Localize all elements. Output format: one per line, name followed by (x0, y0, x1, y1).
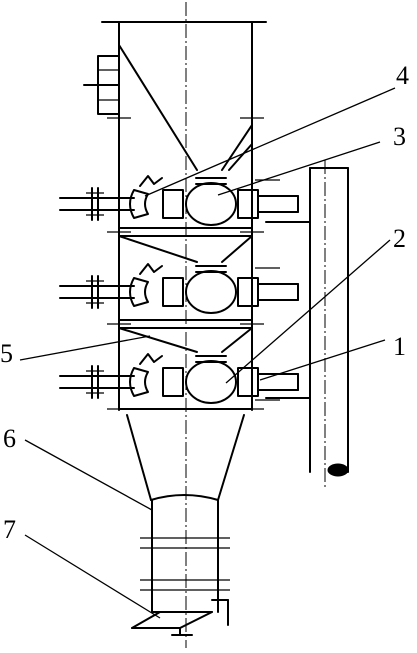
valve-stage-3 (59, 353, 299, 404)
discharge-chute (131, 599, 229, 636)
valve-stage-1 (59, 175, 299, 226)
callout-7: 7 (3, 515, 16, 544)
vertical-drive-tube (265, 160, 349, 488)
callout-5: 5 (0, 339, 13, 368)
callout-3: 3 (393, 122, 406, 151)
valve-stage-2 (59, 263, 299, 314)
outlet-cone-and-pipe (126, 414, 245, 601)
top-hopper (83, 21, 267, 411)
callout-1: 1 (393, 332, 406, 361)
callout-2: 2 (393, 224, 406, 253)
leader-lines (19, 87, 396, 619)
wall-flange-marks (107, 117, 280, 410)
stage-separator-plates (118, 227, 253, 410)
callout-4: 4 (396, 61, 409, 90)
callout-6: 6 (3, 424, 16, 453)
inner-funnel-plates (118, 235, 253, 353)
